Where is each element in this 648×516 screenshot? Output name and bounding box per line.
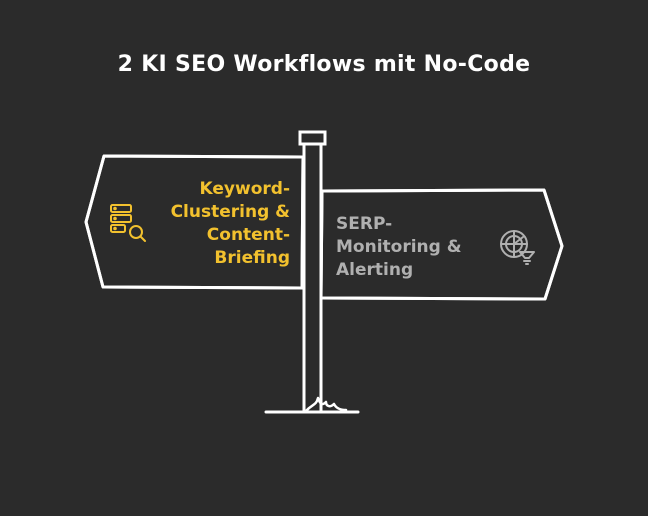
left-sign-label: Keyword- Clustering & Content- Briefing (140, 178, 290, 270)
right-sign-line: Alerting (336, 260, 414, 280)
radar-alert-icon (500, 230, 535, 265)
left-sign-line: Clustering & (170, 202, 290, 222)
keyword-search-list-icon (110, 204, 146, 242)
signpost-cap (298, 130, 327, 146)
left-sign-line: Keyword- (199, 179, 290, 199)
right-sign-label: SERP- Monitoring & Alerting (336, 213, 486, 282)
left-sign-line: Content- (206, 225, 290, 245)
page-title: 2 KI SEO Workflows mit No-Code (117, 52, 531, 77)
signpost-pole (302, 142, 323, 414)
right-sign-line: SERP- (336, 214, 393, 234)
grass-tuft (304, 396, 348, 413)
right-sign-line: Monitoring & (336, 237, 462, 257)
left-sign-line: Briefing (214, 248, 290, 268)
